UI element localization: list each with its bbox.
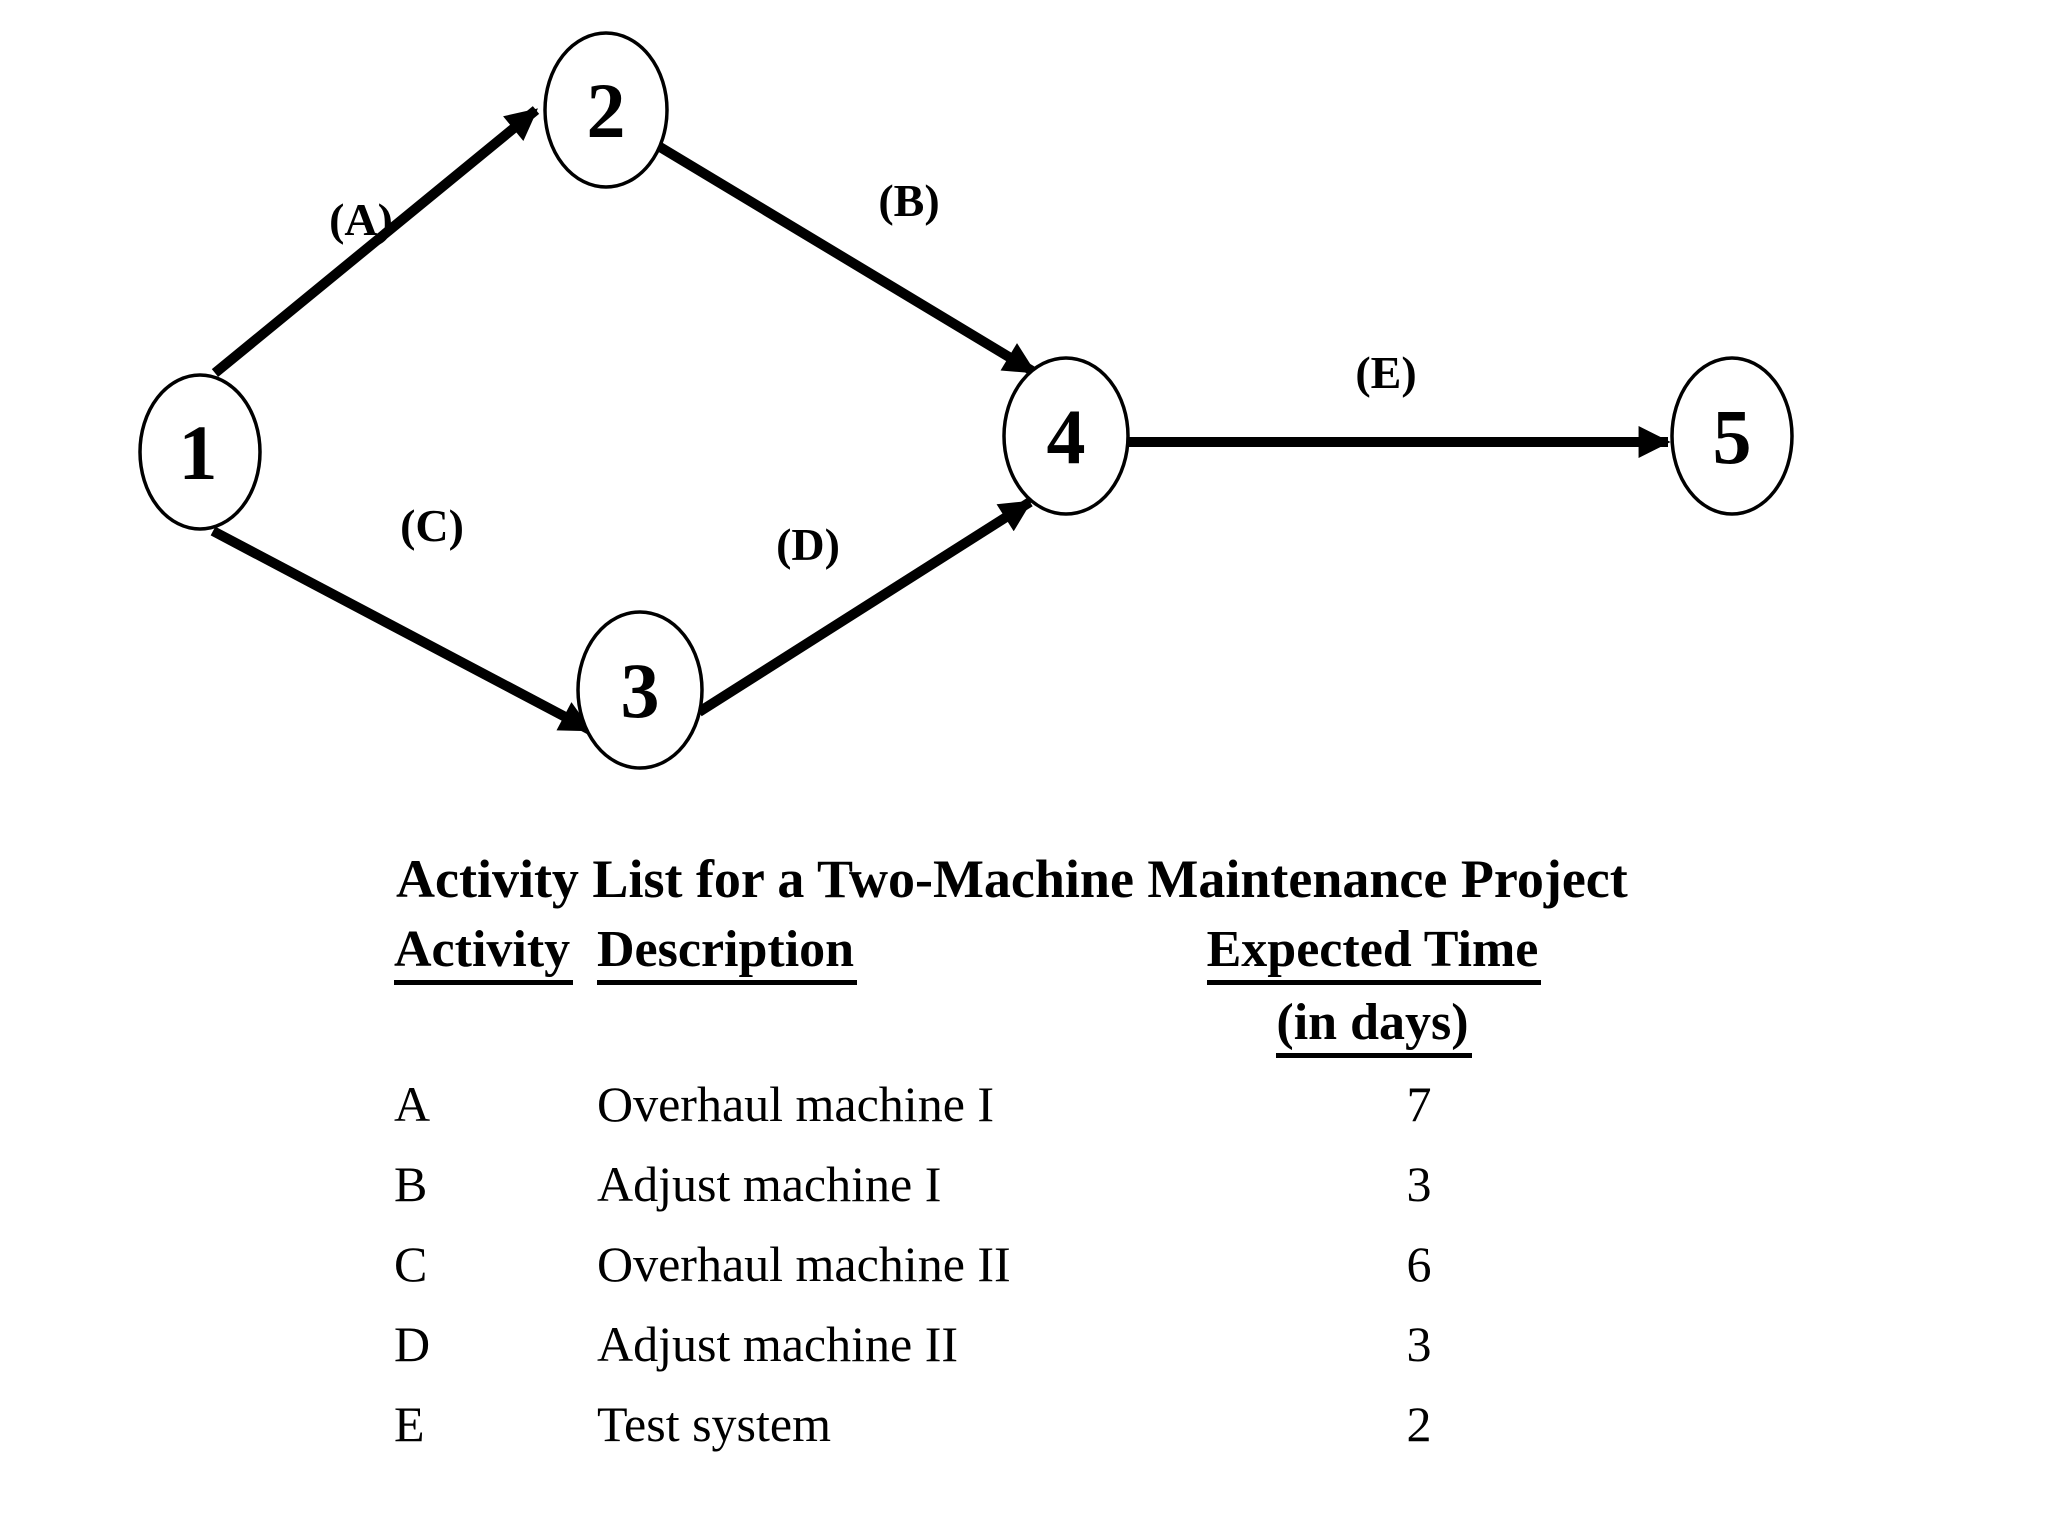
table-row: D Adjust machine II 3 [388, 1304, 1568, 1384]
table-body: A Overhaul machine I 7 B Adjust machine … [388, 1064, 1568, 1464]
arrow-B-node2-to-node4 [657, 142, 1037, 377]
time-cell: 7 [1200, 1064, 1548, 1144]
node-2-label: 2 [587, 67, 626, 154]
activity-cell: C [394, 1236, 428, 1292]
time-value: 7 [1406, 1076, 1432, 1132]
time-value: 2 [1406, 1396, 1432, 1452]
arrow-A-node1-to-node2 [211, 106, 540, 377]
header-description-label: Description [597, 924, 858, 985]
table-row: C Overhaul machine II 6 [388, 1224, 1568, 1304]
header-cell-description: Description [588, 920, 1200, 985]
node-2-circle [543, 31, 669, 189]
project-network-diagram: (A) (B) (C) (D) (E) 1 2 3 4 5 [138, 31, 1794, 770]
edge-label-B: (B) [878, 175, 939, 226]
time-cell: 3 [1200, 1144, 1548, 1224]
activity-cell: A [394, 1076, 431, 1132]
table-title: Activity List for a Two-Machine Maintena… [396, 849, 1628, 909]
activity-table: Activity List for a Two-Machine Maintena… [388, 849, 1628, 1464]
time-value: 3 [1406, 1316, 1432, 1372]
description-cell: Overhaul machine II [597, 1236, 1011, 1292]
time-cell: 3 [1200, 1304, 1548, 1384]
node-5-circle [1670, 356, 1794, 516]
arrow-D-node3-to-node4 [696, 497, 1033, 717]
node-5-label: 5 [1713, 393, 1752, 480]
description-cell: Adjust machine I [597, 1156, 942, 1212]
arrow-C-node1-to-node3 [210, 526, 593, 735]
table-row: B Adjust machine I 3 [388, 1144, 1568, 1224]
header-cell-expected-time: Expected Time [1200, 920, 1548, 985]
edge-label-E: (E) [1355, 347, 1416, 398]
time-value: 6 [1406, 1236, 1432, 1292]
node-1-label: 1 [179, 409, 218, 496]
header-activity-label: Activity [394, 924, 574, 985]
node-4-circle [1002, 356, 1130, 516]
node-3-circle [576, 610, 704, 770]
node-4-label: 4 [1047, 393, 1086, 480]
header-cell-activity: Activity [388, 920, 588, 985]
node-3-label: 3 [621, 647, 660, 734]
header-cell-in-days: (in days) [1200, 993, 1548, 1058]
table-row: A Overhaul machine I 7 [388, 1064, 1568, 1144]
table-subheader-row: (in days) [388, 993, 1568, 1058]
table-header-row: Activity Description Expected Time [388, 920, 1568, 985]
table-row: E Test system 2 [388, 1384, 1568, 1464]
time-cell: 2 [1200, 1384, 1548, 1464]
header-expected-time-label: Expected Time [1206, 924, 1542, 985]
time-value: 3 [1406, 1156, 1432, 1212]
description-cell: Test system [597, 1396, 831, 1452]
node-1-circle [138, 373, 262, 531]
header-in-days-label: (in days) [1276, 997, 1472, 1058]
edge-label-D: (D) [776, 519, 840, 570]
edge-label-C: (C) [400, 500, 464, 551]
description-cell: Overhaul machine I [597, 1076, 995, 1132]
activity-cell: E [394, 1396, 425, 1452]
activity-cell: B [394, 1156, 428, 1212]
description-cell: Adjust machine II [597, 1316, 959, 1372]
activity-cell: D [394, 1316, 431, 1372]
time-cell: 6 [1200, 1224, 1548, 1304]
